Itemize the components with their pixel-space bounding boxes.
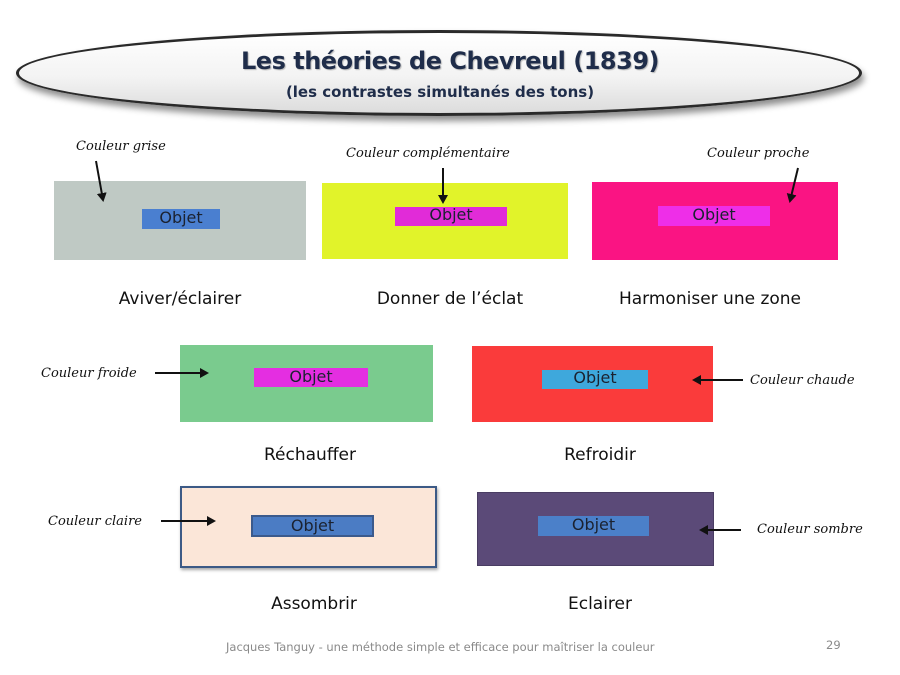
- swatch-harmoniser: Objet: [592, 182, 838, 260]
- object-label: Objet: [542, 370, 648, 389]
- object-label: Objet: [658, 206, 770, 226]
- arrow-couleur-grise: [95, 160, 107, 202]
- annotation-couleur-froide: Couleur froide: [41, 366, 137, 381]
- annotation-couleur-complementaire: Couleur complémentaire: [346, 146, 510, 161]
- annotation-couleur-sombre: Couleur sombre: [757, 522, 863, 537]
- caption-rechauffer: Réchauffer: [264, 445, 356, 465]
- caption-assombrir: Assombrir: [271, 594, 357, 614]
- object-label: Objet: [395, 207, 507, 226]
- swatch-refroidir: Objet: [472, 346, 713, 422]
- annotation-couleur-grise: Couleur grise: [76, 139, 166, 154]
- annotation-couleur-claire: Couleur claire: [48, 514, 142, 529]
- caption-harmoniser: Harmoniser une zone: [618, 289, 802, 309]
- swatch-rechauffer: Objet: [180, 345, 433, 422]
- object-label: Objet: [251, 515, 374, 537]
- caption-eclairer: Eclairer: [567, 594, 632, 614]
- object-label: Objet: [142, 209, 220, 229]
- footer-text: Jacques Tanguy - une méthode simple et e…: [226, 640, 655, 654]
- object-label: Objet: [538, 516, 649, 536]
- caption-refroidir: Refroidir: [564, 445, 636, 465]
- swatch-assombrir: Objet: [180, 486, 437, 568]
- slide-subtitle: (les contrastes simultanés des tons): [285, 83, 595, 101]
- slide-title: Les théories de Chevreul (1839): [241, 47, 659, 75]
- object-label: Objet: [254, 368, 368, 387]
- title-ellipse: [16, 30, 862, 116]
- annotation-couleur-chaude: Couleur chaude: [750, 373, 855, 388]
- swatch-eclairer: Objet: [477, 492, 714, 566]
- arrow-couleur-proche: [786, 167, 799, 203]
- page-number: 29: [826, 638, 841, 652]
- swatch-aviver: Objet: [54, 181, 306, 260]
- caption-aviver: Aviver/éclairer: [118, 289, 242, 309]
- annotation-couleur-proche: Couleur proche: [707, 146, 810, 161]
- caption-donner-eclat: Donner de l’éclat: [376, 289, 524, 309]
